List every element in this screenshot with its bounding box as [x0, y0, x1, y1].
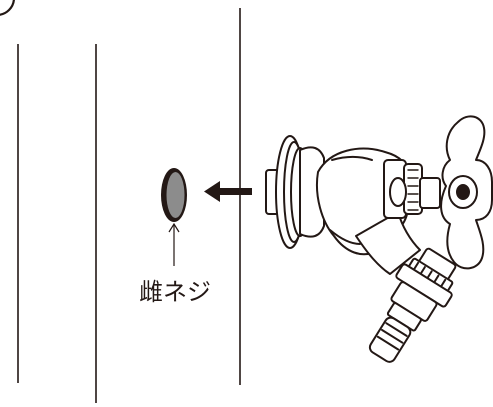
- leader-line: [168, 222, 180, 266]
- left-arrow-icon: [204, 181, 252, 202]
- faucet-icon: [265, 115, 493, 363]
- female-thread-label: 雌ネジ: [139, 278, 211, 306]
- step-number-circle-icon: [0, 0, 15, 16]
- female-thread-fill: [166, 172, 185, 218]
